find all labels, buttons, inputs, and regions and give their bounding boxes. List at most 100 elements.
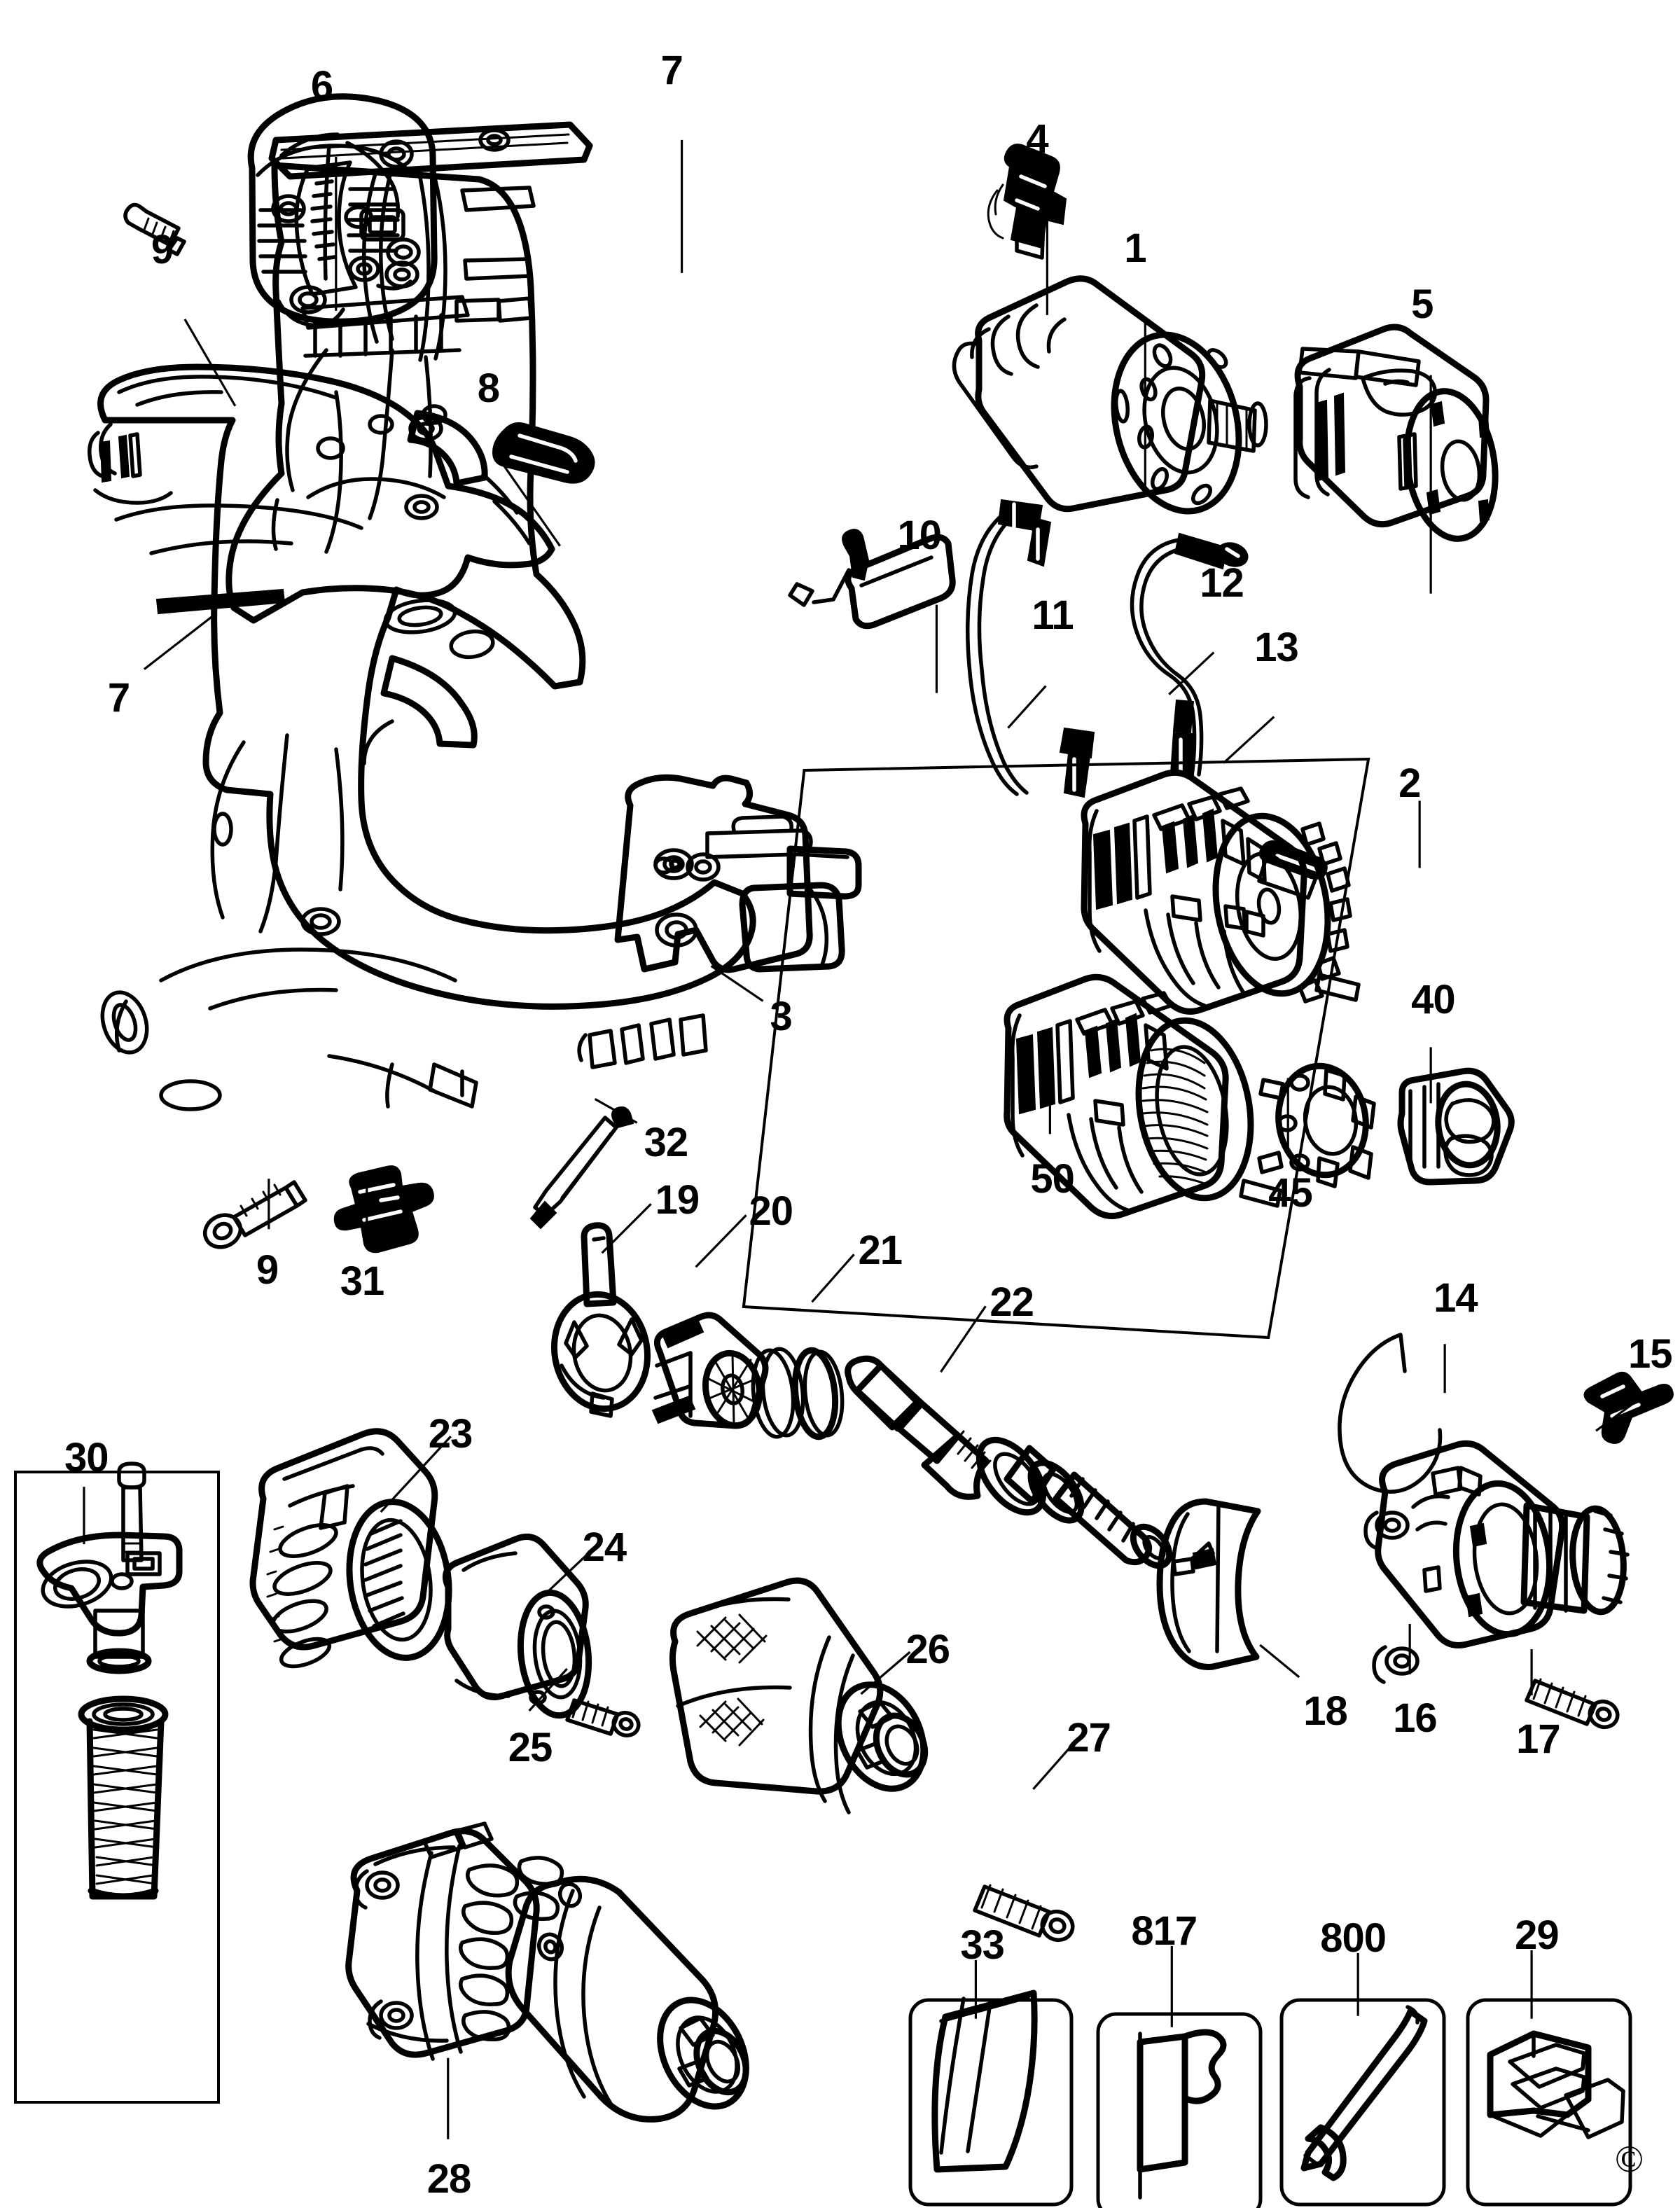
callout-switch-assembly: 3 <box>770 994 793 1040</box>
leader-clutch-adjust-collar <box>380 1436 452 1513</box>
callout-wire-lead-long: 11 <box>1032 592 1074 638</box>
callout-housing-half-right: 7 <box>660 47 683 93</box>
leader-terminal-tab <box>1223 716 1275 764</box>
callout-motor: 1 <box>1124 225 1146 271</box>
part-19-mode-collar <box>550 1222 651 1418</box>
callout-gearbox-assembly-group: 2 <box>1398 760 1421 806</box>
part-23-clutch-adjust-collar <box>249 1428 452 1669</box>
accessory-box-29 <box>1466 1998 1632 2207</box>
callout-clutch-adjust-collar: 23 <box>428 1411 473 1457</box>
callout-chuck-screw: 27 <box>1067 1714 1111 1761</box>
accessory-box-817 <box>1096 2012 1263 2208</box>
leader-keyless-chuck <box>860 1651 911 1695</box>
callout-gear-case-cover: 5 <box>1411 281 1433 327</box>
part-4-brush-holder <box>987 144 1067 260</box>
part-14-clip-spring <box>1338 1333 1443 1494</box>
leader-lines <box>83 139 1639 2139</box>
part-28-gearbox-chuck-assembly <box>345 1821 749 2123</box>
callout-clutch-housing: 16 <box>1393 1695 1438 1741</box>
callout-spindle-lock-plate: 20 <box>749 1188 794 1235</box>
callout-terminal-plate: 10 <box>897 512 942 558</box>
leader-bearing-sleeve <box>542 1547 595 1597</box>
callout-spindle: 22 <box>990 1279 1034 1326</box>
part-40-ring-gear <box>1397 1067 1515 1186</box>
leader-slider-button <box>497 457 561 547</box>
callout-screw: 25 <box>508 1724 553 1770</box>
callout-terminal-tab: 13 <box>1254 624 1299 670</box>
part-30-side-handle-kit <box>36 1461 183 1900</box>
group-box-2 <box>742 757 1370 1340</box>
callout-wire-lead-short: 12 <box>1200 560 1244 606</box>
part-7-housing-half-left <box>88 363 756 1111</box>
callout-gearbox-chuck-assembly: 28 <box>426 2155 472 2202</box>
callout-wave-washer-set: 21 <box>858 1228 903 1274</box>
part-8-slider-button <box>492 422 595 484</box>
callout-clip-spring: 14 <box>1433 1275 1478 1321</box>
part-50-gearbox-upper <box>1081 769 1361 1015</box>
part-21-wave-washer-set <box>751 1347 845 1440</box>
leader-switch-assembly <box>710 965 764 1002</box>
part-13-terminal-tab <box>1257 840 1328 900</box>
callout-ring-gear: 40 <box>1411 977 1456 1023</box>
callout-gearbox-housing: 50 <box>1030 1156 1075 1202</box>
part-31-retaining-clip <box>333 1165 434 1254</box>
copyright-symbol: © <box>1615 2138 1644 2180</box>
leader-housing-half-left <box>143 615 214 670</box>
part-11-wire-lead-long <box>966 499 1095 798</box>
part-6-motor-end-cap <box>247 93 438 328</box>
part-3-switch-assembly <box>577 774 862 1069</box>
callout-screw: 9 <box>151 226 174 272</box>
callout-selector-lever: 15 <box>1628 1331 1673 1377</box>
leader-screw <box>528 1667 568 1712</box>
callout-screw: 9 <box>256 1247 279 1293</box>
leader-screw <box>183 319 237 407</box>
part-1-motor <box>952 275 1268 515</box>
part-9-screw-top <box>123 202 186 256</box>
leader-detent-pin <box>594 1097 638 1124</box>
leader-spindle <box>940 1305 987 1373</box>
group-box-30 <box>14 1471 220 2104</box>
part-5-gear-case-cover <box>1293 324 1499 542</box>
callout-screw: 17 <box>1516 1716 1561 1762</box>
callout-detent-pin: 32 <box>644 1120 689 1166</box>
part-24-bearing-sleeve <box>443 1533 592 1719</box>
leader-wave-washer-set <box>811 1254 855 1303</box>
callout-housing-half-left: 7 <box>107 674 130 721</box>
callout-warning-label: 817 <box>1131 1908 1197 1954</box>
callout-battery-terminal-block: 29 <box>1515 1912 1560 1958</box>
leader-spindle-lock-plate <box>695 1214 747 1268</box>
callout-grease-tube: 800 <box>1320 1915 1387 1961</box>
part-22-spindle <box>845 1355 1173 1569</box>
part-9-screw-lower <box>202 1180 307 1249</box>
callout-mode-collar: 19 <box>655 1177 700 1223</box>
callout-brush-holder: 4 <box>1026 116 1048 162</box>
part-45-planet-carrier <box>1257 1062 1376 1188</box>
accessory-box-33 <box>908 1990 1074 2207</box>
callout-motor-end-cap: 6 <box>310 62 333 109</box>
part-16-clutch-housing <box>1363 1440 1630 1684</box>
leader-clutch-band <box>1259 1644 1300 1679</box>
part-32-detent-pin <box>529 1106 634 1230</box>
callout-planet-carrier: 45 <box>1268 1170 1313 1216</box>
callout-clutch-band: 18 <box>1303 1688 1348 1734</box>
leader-selector-lever <box>1595 1398 1639 1432</box>
leader-wire-lead-short <box>1168 651 1215 695</box>
part-27-chuck-screw <box>973 1884 1075 1943</box>
accessory-box-800 <box>1279 1998 1446 2207</box>
leader-mode-collar <box>601 1203 652 1254</box>
callout-side-handle-kit: 30 <box>64 1435 109 1481</box>
callout-slider-button: 8 <box>477 365 500 411</box>
leader-wire-lead-long <box>1007 685 1047 729</box>
part-12-wire-lead-short <box>1130 532 1249 778</box>
callout-document-pack: 33 <box>960 1922 1005 1968</box>
callout-retaining-clip: 31 <box>340 1258 385 1305</box>
part-26-keyless-chuck <box>669 1577 929 1814</box>
part-17-screw-clutch <box>1525 1678 1620 1730</box>
part-18-clutch-band <box>1156 1498 1261 1670</box>
callout-keyless-chuck: 26 <box>905 1627 950 1673</box>
callout-bearing-sleeve: 24 <box>582 1525 627 1571</box>
part-20-spindle-lock-plate <box>651 1312 769 1429</box>
part-25-screw <box>565 1697 641 1737</box>
